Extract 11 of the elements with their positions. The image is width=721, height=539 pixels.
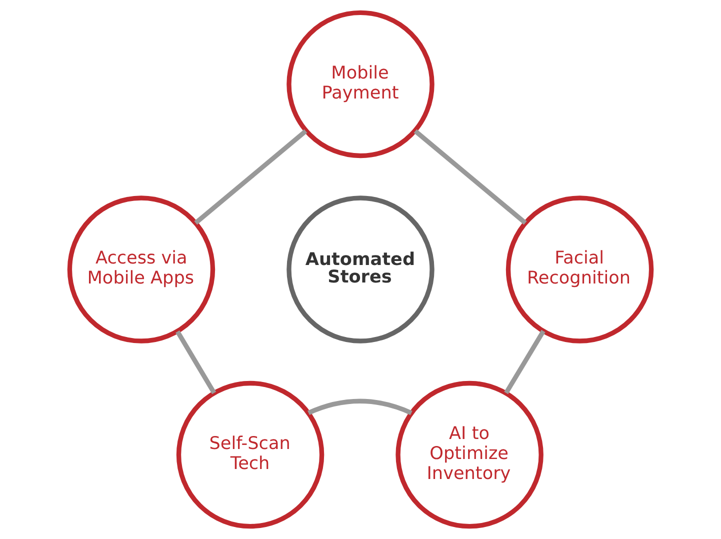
connector: [504, 330, 546, 394]
node-circle: Self-Scan Tech: [176, 380, 324, 529]
node-circle: Access via Mobile Apps: [67, 196, 216, 344]
connector: [414, 129, 527, 225]
node-circle: Mobile Payment: [286, 10, 434, 158]
connector: [308, 398, 412, 416]
node-circle: AI to Optimize Inventory: [396, 380, 544, 529]
node-circle: Facial Recognition: [506, 196, 654, 344]
node-circle: Automated Stores: [286, 196, 434, 344]
connector: [176, 330, 216, 394]
connector: [194, 129, 308, 225]
